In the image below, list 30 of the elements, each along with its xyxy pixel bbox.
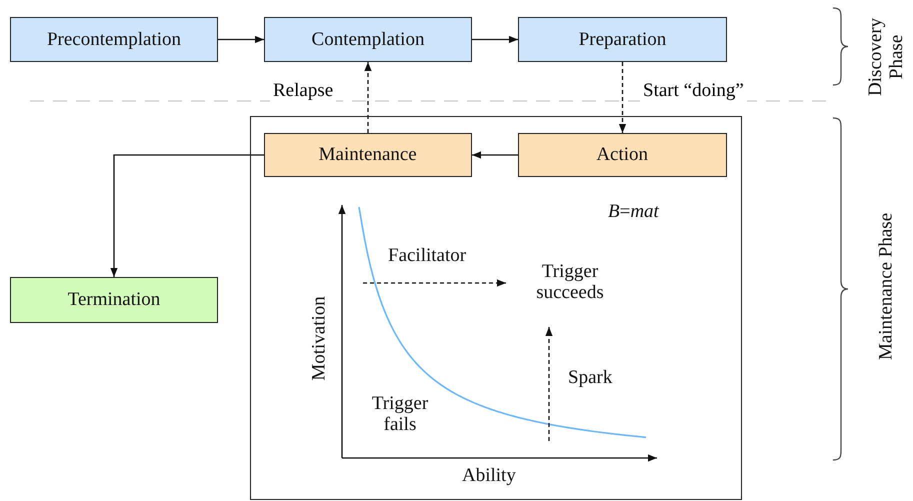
- phase-label: Maintenance Phase: [876, 212, 898, 362]
- stage-box: [10, 17, 218, 62]
- stage-label: Precontemplation: [46, 28, 182, 50]
- arrow: [110, 154, 264, 277]
- stage-label: Preparation: [578, 28, 666, 50]
- edge-label: Start “doing”: [640, 80, 747, 102]
- stage-box: [518, 17, 727, 62]
- arrow: [472, 36, 518, 44]
- arrow: [218, 36, 264, 44]
- group-box: [250, 116, 742, 500]
- stage-box: [264, 17, 472, 62]
- axis-title: Ability: [462, 466, 516, 487]
- formula: B=mat: [608, 202, 659, 223]
- axis-annotation: Spark: [568, 368, 612, 389]
- axis-annotation: Facilitator: [388, 246, 466, 267]
- stage-box: [518, 132, 727, 177]
- axis-title: Motivation: [310, 295, 330, 383]
- axis-annotation: Trigger succeeds: [535, 262, 605, 304]
- stage-label: Maintenance: [318, 144, 417, 166]
- stage-label: Termination: [68, 289, 160, 311]
- stage-box: [264, 132, 472, 177]
- stage-label: Contemplation: [312, 28, 424, 50]
- arrow: [618, 62, 626, 133]
- axis-annotation: Trigger fails: [370, 394, 430, 436]
- stage-label: Action: [596, 144, 648, 166]
- edge-label: Relapse: [270, 80, 336, 102]
- arrow: [364, 62, 372, 133]
- phase-label: Discovery Phase: [866, 16, 908, 97]
- arrow: [472, 151, 518, 159]
- stage-box: [10, 277, 218, 323]
